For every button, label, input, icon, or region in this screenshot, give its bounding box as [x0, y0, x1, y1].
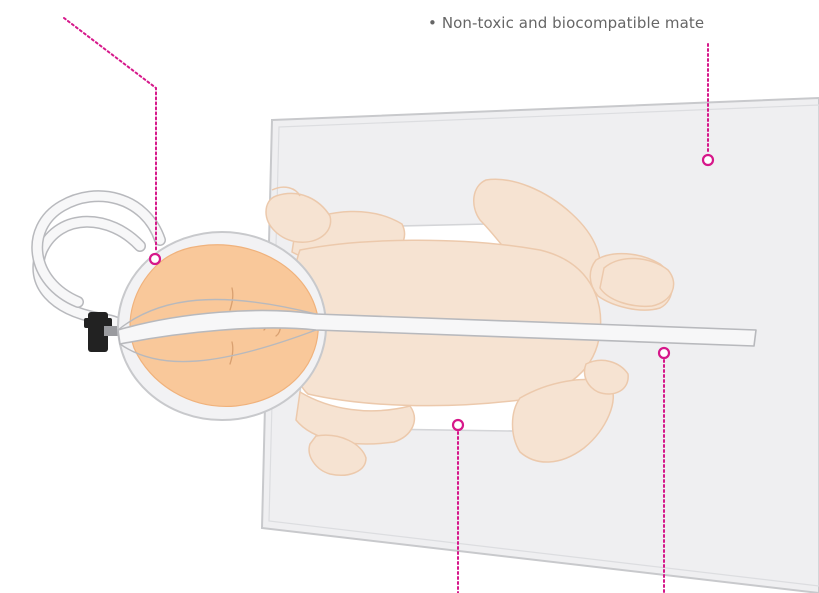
callout-marker-head-harness [150, 254, 160, 264]
feature-bullet-caption: • Non-toxic and biocompatible mate [428, 14, 704, 32]
callout-marker-pad [453, 420, 463, 430]
callout-marker-strap [659, 348, 669, 358]
callout-marker-sheet [703, 155, 713, 165]
